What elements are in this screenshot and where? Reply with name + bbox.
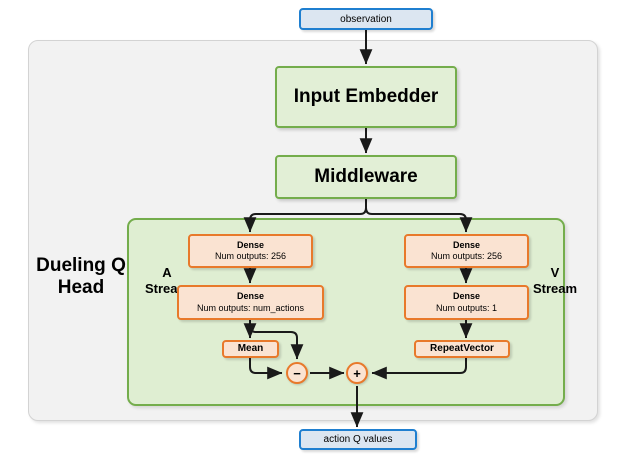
a-stream-dense-1[interactable]: Dense Num outputs: 256 (188, 234, 313, 268)
a-stream-dense-2-title: Dense (236, 291, 264, 302)
v-stream-label-line1: V (550, 265, 560, 281)
a-stream-label-line1: A (162, 265, 172, 281)
repeat-vector-node[interactable]: RepeatVector (414, 340, 510, 358)
input-embedder-label: Input Embedder (293, 86, 439, 107)
v-stream-dense-2-title: Dense (452, 291, 480, 302)
v-stream-dense-1-title: Dense (452, 239, 480, 250)
input-embedder-node[interactable]: Input Embedder (275, 66, 457, 128)
subtract-operator-node[interactable]: − (286, 362, 308, 384)
add-operator-node[interactable]: + (346, 362, 368, 384)
v-stream-dense-2[interactable]: Dense Num outputs: 1 (404, 285, 529, 320)
v-stream-label-line2: Stream (532, 281, 578, 296)
mean-node[interactable]: Mean (222, 340, 279, 358)
dueling-q-head-label-line2: Head (57, 277, 105, 298)
action-q-values-label: action Q values (323, 434, 393, 445)
middleware-node[interactable]: Middleware (275, 155, 457, 199)
v-stream-dense-1-detail: Num outputs: 256 (430, 251, 503, 261)
add-operator-symbol: + (353, 365, 361, 381)
v-stream-dense-1[interactable]: Dense Num outputs: 256 (404, 234, 529, 268)
dueling-q-head-label: Dueling Q Head (33, 252, 129, 302)
v-stream-label: V Stream (526, 263, 584, 299)
a-stream-dense-2[interactable]: Dense Num outputs: num_actions (177, 285, 324, 320)
a-stream-dense-1-title: Dense (236, 239, 264, 250)
dueling-q-head-label-line1: Dueling Q (36, 255, 126, 277)
repeat-vector-label: RepeatVector (430, 342, 494, 354)
middleware-label: Middleware (314, 166, 418, 187)
subtract-operator-symbol: − (293, 365, 301, 381)
mean-label: Mean (237, 342, 264, 354)
observation-label: observation (340, 13, 392, 25)
a-stream-dense-1-detail: Num outputs: 256 (214, 251, 287, 261)
action-q-values-node[interactable]: action Q values (299, 429, 417, 450)
a-stream-dense-2-detail: Num outputs: num_actions (196, 302, 305, 313)
observation-node[interactable]: observation (299, 8, 433, 30)
v-stream-dense-2-detail: Num outputs: 1 (435, 302, 498, 313)
